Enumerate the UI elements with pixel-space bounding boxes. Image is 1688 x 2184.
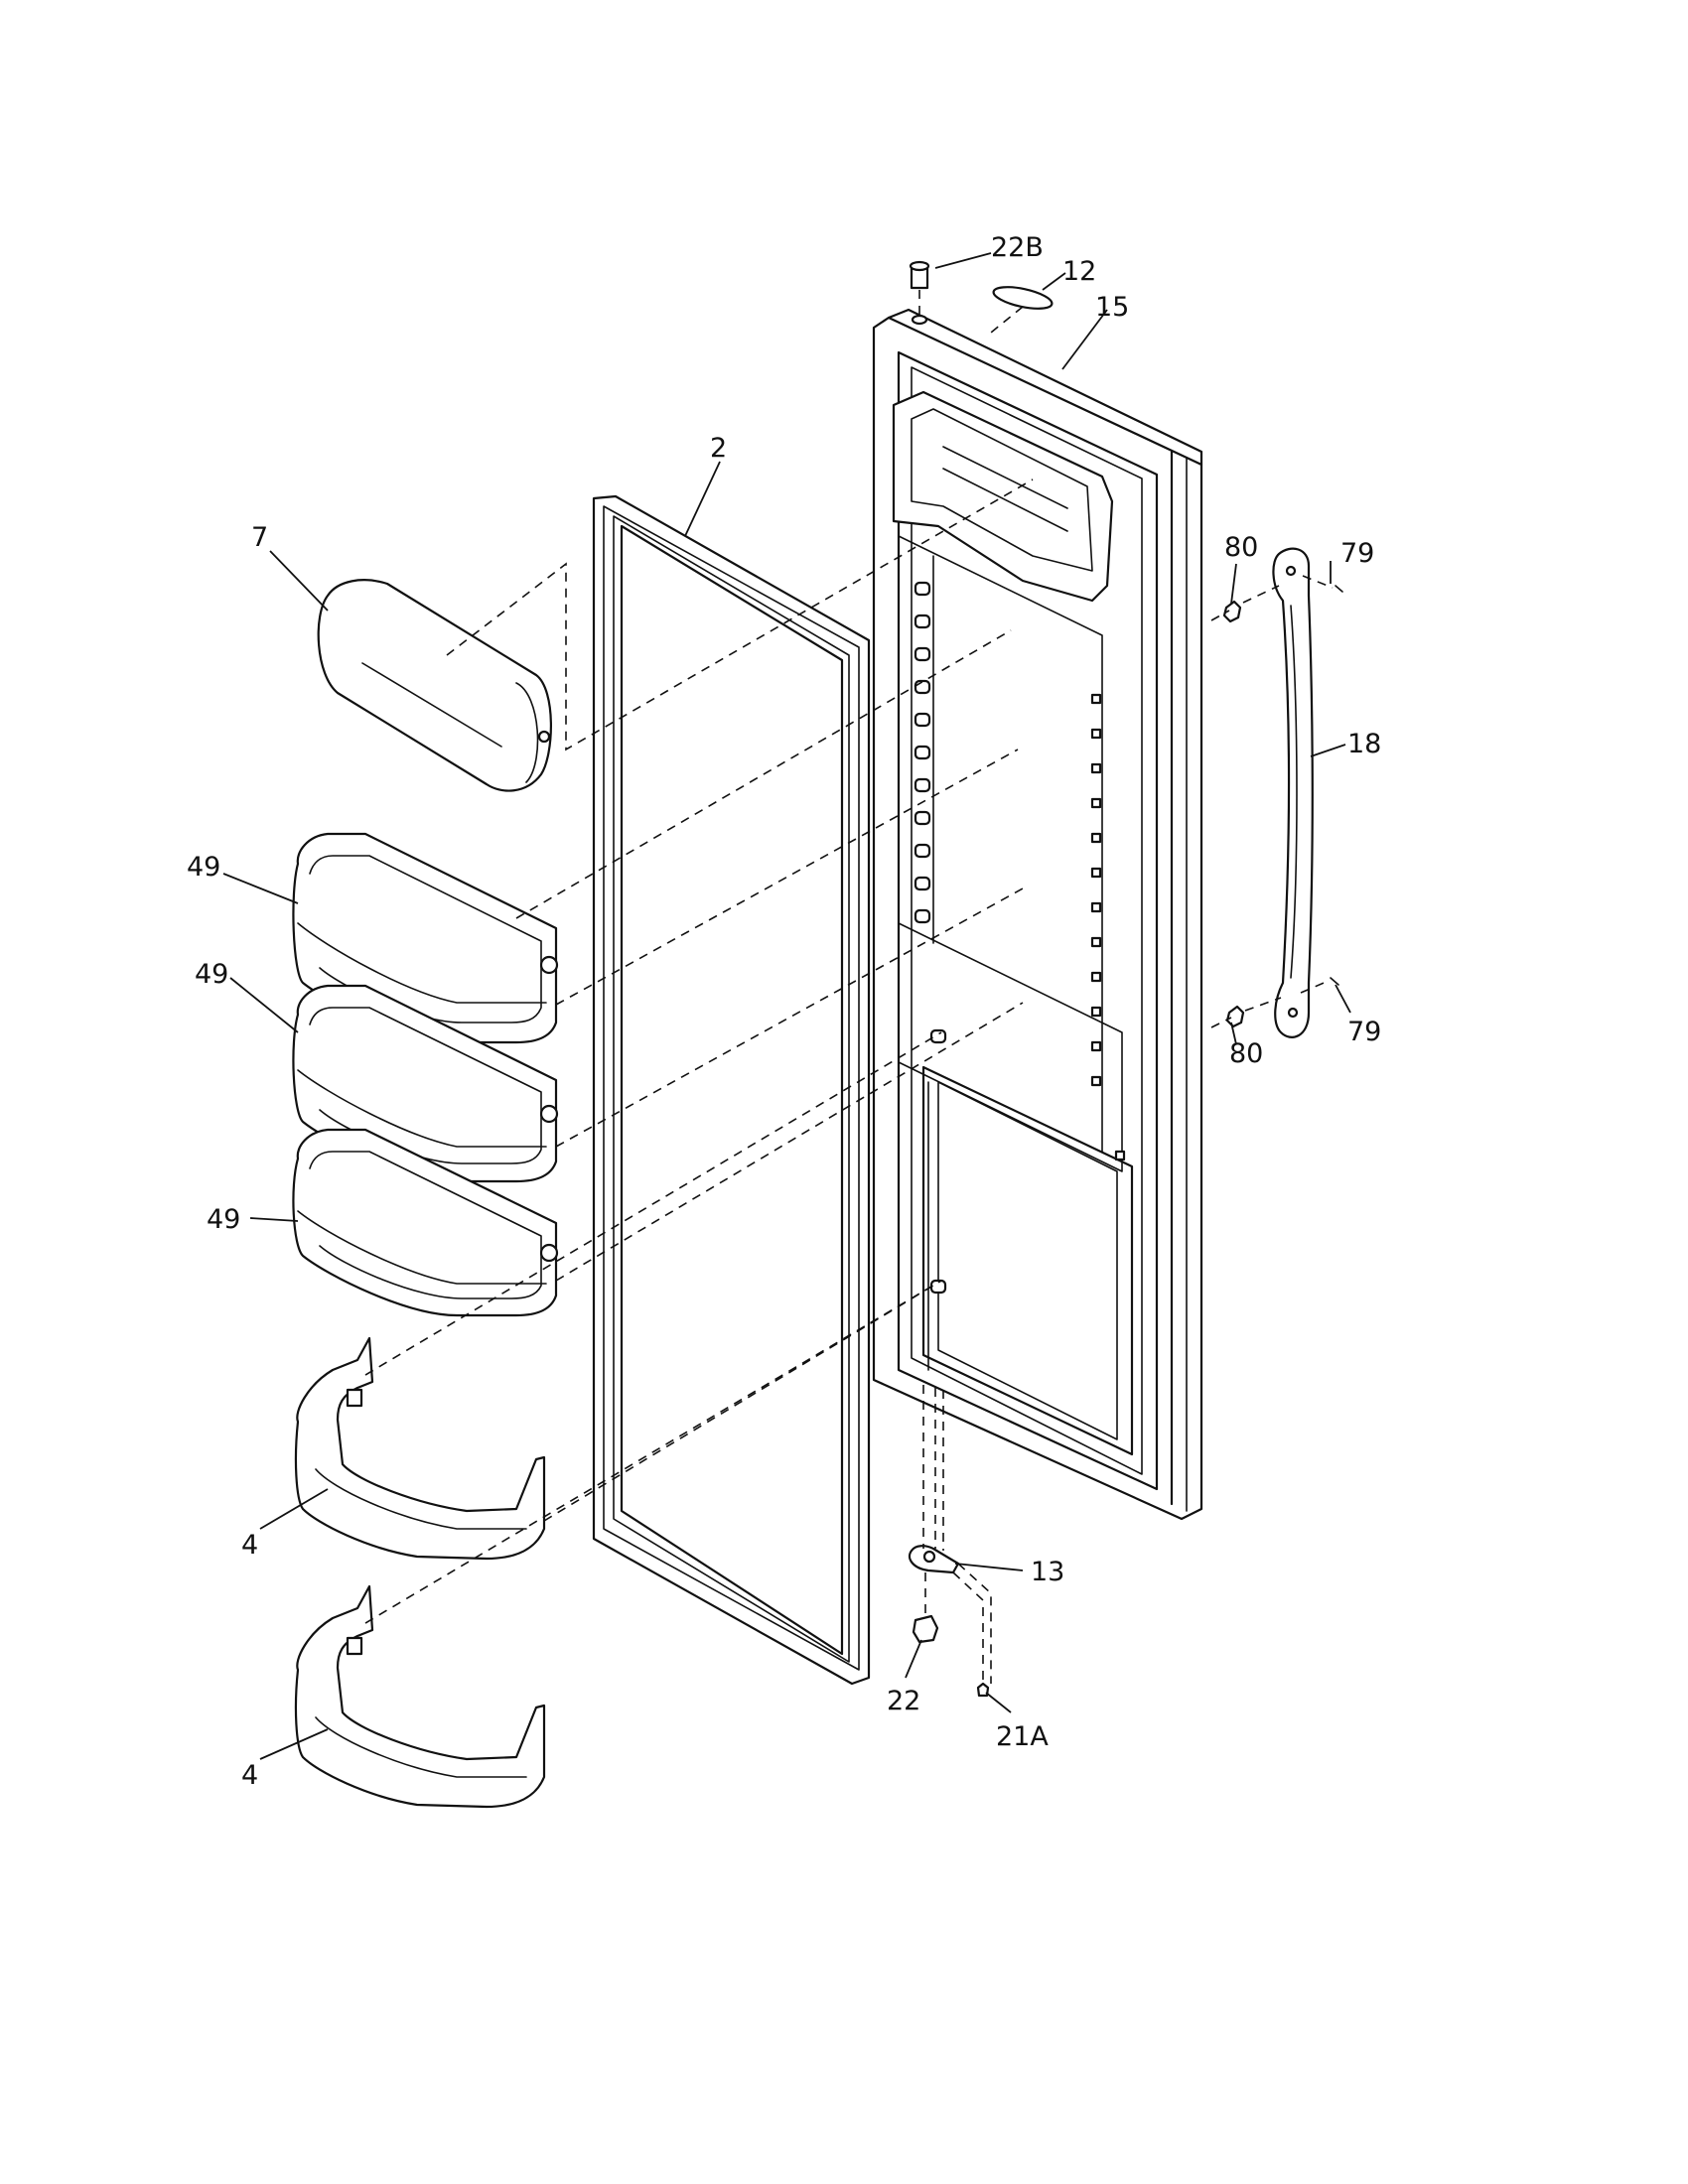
callout-79-bottom: 79: [1347, 1017, 1381, 1047]
handle-fasteners: [1210, 575, 1343, 1028]
assembly-dash-lines: [364, 478, 1034, 1624]
hinge-screw: [976, 1682, 990, 1698]
leader-lines: [222, 252, 1351, 1760]
hinge-cap: [909, 260, 930, 326]
door-panel: [872, 308, 1203, 1521]
callout-22B: 22B: [991, 232, 1044, 263]
door-shelf-1: [294, 1336, 546, 1561]
callout-4-b: 4: [241, 1760, 258, 1791]
hinge-bushing: [912, 1614, 939, 1644]
callout-2: 2: [710, 433, 727, 464]
hinge-bracket: [908, 1545, 960, 1574]
callout-18: 18: [1347, 729, 1381, 759]
callout-12: 12: [1062, 256, 1096, 287]
callout-15: 15: [1095, 292, 1129, 323]
callout-80-bottom: 80: [1229, 1038, 1263, 1069]
door-bin-3: [292, 1128, 559, 1317]
bin-support-buttons: [914, 581, 1126, 1295]
callout-13: 13: [1031, 1557, 1064, 1587]
door-gasket: [592, 494, 871, 1686]
door-handle: [1272, 547, 1314, 1038]
callout-49-a: 49: [187, 852, 220, 883]
callout-79-top: 79: [1340, 538, 1374, 569]
plug-button: [990, 286, 1054, 334]
callout-80-top: 80: [1224, 532, 1258, 563]
callout-22: 22: [887, 1686, 920, 1716]
door-shelf-2: [294, 1584, 546, 1809]
hinge-dash-lines: [922, 1385, 992, 1684]
callout-21A: 21A: [996, 1721, 1049, 1752]
callout-7: 7: [251, 522, 268, 553]
callout-4-a: 4: [241, 1530, 258, 1561]
dairy-door-cover: [317, 579, 552, 792]
callout-labels: 22B 12 15 2 7 80 79 18 49 49 49 80 79 4 …: [187, 232, 1381, 1791]
callout-49-c: 49: [207, 1204, 240, 1235]
callout-49-b: 49: [195, 959, 228, 990]
